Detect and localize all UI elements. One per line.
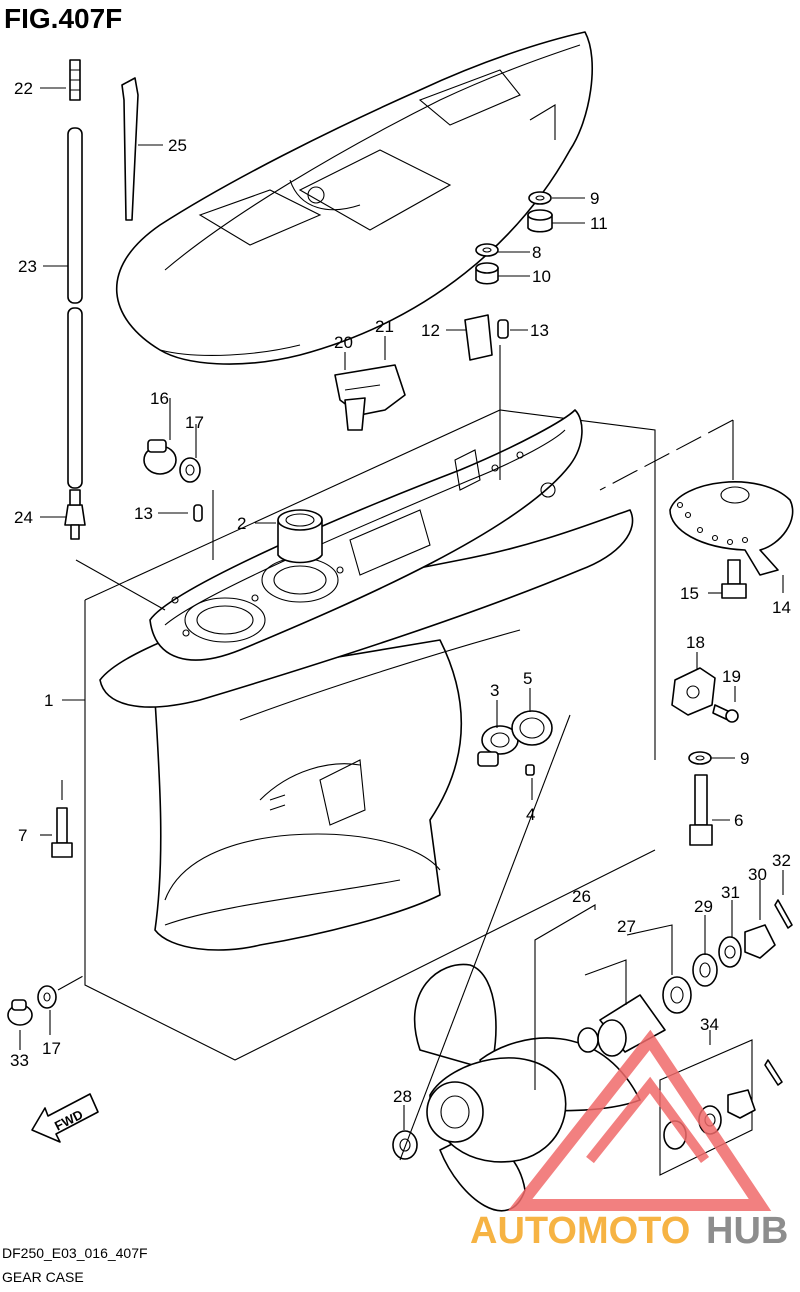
callout-21: 21 — [375, 317, 394, 336]
prop-hardware-29-32 — [662, 899, 793, 1014]
callout-31: 31 — [721, 883, 740, 902]
callout-20: 20 — [334, 333, 353, 352]
watermark-text-automoto: AUTOMOTO — [470, 1210, 690, 1252]
footer-code: DF250_E03_016_407F — [2, 1245, 148, 1261]
callout-6: 6 — [734, 811, 743, 830]
callout-9b: 9 — [740, 749, 749, 768]
callout-17a: 17 — [185, 413, 204, 432]
callout-14: 14 — [772, 598, 791, 617]
washers-nuts-top — [475, 191, 553, 285]
callout-10: 10 — [532, 267, 551, 286]
callout-11: 11 — [590, 214, 608, 233]
callout-19: 19 — [722, 667, 741, 686]
callout-26: 26 — [572, 887, 591, 906]
bolt-15 — [721, 559, 747, 599]
bolt-6-washer-9 — [688, 751, 713, 846]
plug-33-17 — [7, 985, 57, 1026]
callout-28: 28 — [393, 1087, 412, 1106]
callout-27: 27 — [617, 917, 636, 936]
callout-32: 32 — [772, 851, 791, 870]
bracket-20-21 — [334, 364, 406, 431]
pump-3-5-4 — [477, 710, 553, 776]
callout-25: 25 — [168, 136, 187, 155]
propeller-26 — [392, 963, 666, 1212]
leader-lines — [19, 87, 784, 1161]
callout-16: 16 — [150, 389, 169, 408]
callout-4: 4 — [526, 805, 535, 824]
fwd-arrow: FWD — [31, 1093, 99, 1143]
watermark-logo: AUTOMOTO HUB — [470, 1029, 788, 1252]
callout-7: 7 — [18, 826, 27, 845]
bolt-7 — [51, 807, 73, 858]
callout-33: 33 — [10, 1051, 29, 1070]
callout-22: 22 — [14, 79, 33, 98]
callout-30: 30 — [748, 865, 767, 884]
figure-title: FIG.407F — [4, 3, 122, 34]
callout-3: 3 — [490, 681, 499, 700]
callout-12: 12 — [421, 321, 440, 340]
plate-18-19 — [671, 667, 739, 723]
callout-8: 8 — [532, 243, 541, 262]
upper-cover — [116, 31, 594, 365]
callout-13b: 13 — [134, 504, 153, 523]
bushing-2 — [277, 509, 323, 564]
callout-18: 18 — [686, 633, 705, 652]
plug-16-17 — [143, 439, 203, 522]
callout-2: 2 — [237, 514, 246, 533]
callout-9a: 9 — [590, 189, 599, 208]
callout-13a: 13 — [530, 321, 549, 340]
callout-34: 34 — [700, 1015, 719, 1034]
callout-labels: 22 25 23 24 9 11 8 10 21 12 13 20 16 17 … — [10, 79, 791, 1106]
anode-12-13 — [464, 314, 509, 361]
cable-tie — [121, 77, 139, 221]
callout-24: 24 — [14, 508, 33, 527]
trim-tab-14 — [669, 481, 794, 576]
callout-29: 29 — [694, 897, 713, 916]
callout-23: 23 — [18, 257, 37, 276]
water-tube-parts — [64, 59, 86, 540]
callout-15: 15 — [680, 584, 699, 603]
callout-5: 5 — [523, 669, 532, 688]
gear-case-housing — [84, 409, 656, 1061]
footer-caption: GEAR CASE — [2, 1269, 84, 1285]
callout-1: 1 — [44, 691, 53, 710]
watermark-text-hub: HUB — [706, 1210, 788, 1252]
callout-17b: 17 — [42, 1039, 61, 1058]
